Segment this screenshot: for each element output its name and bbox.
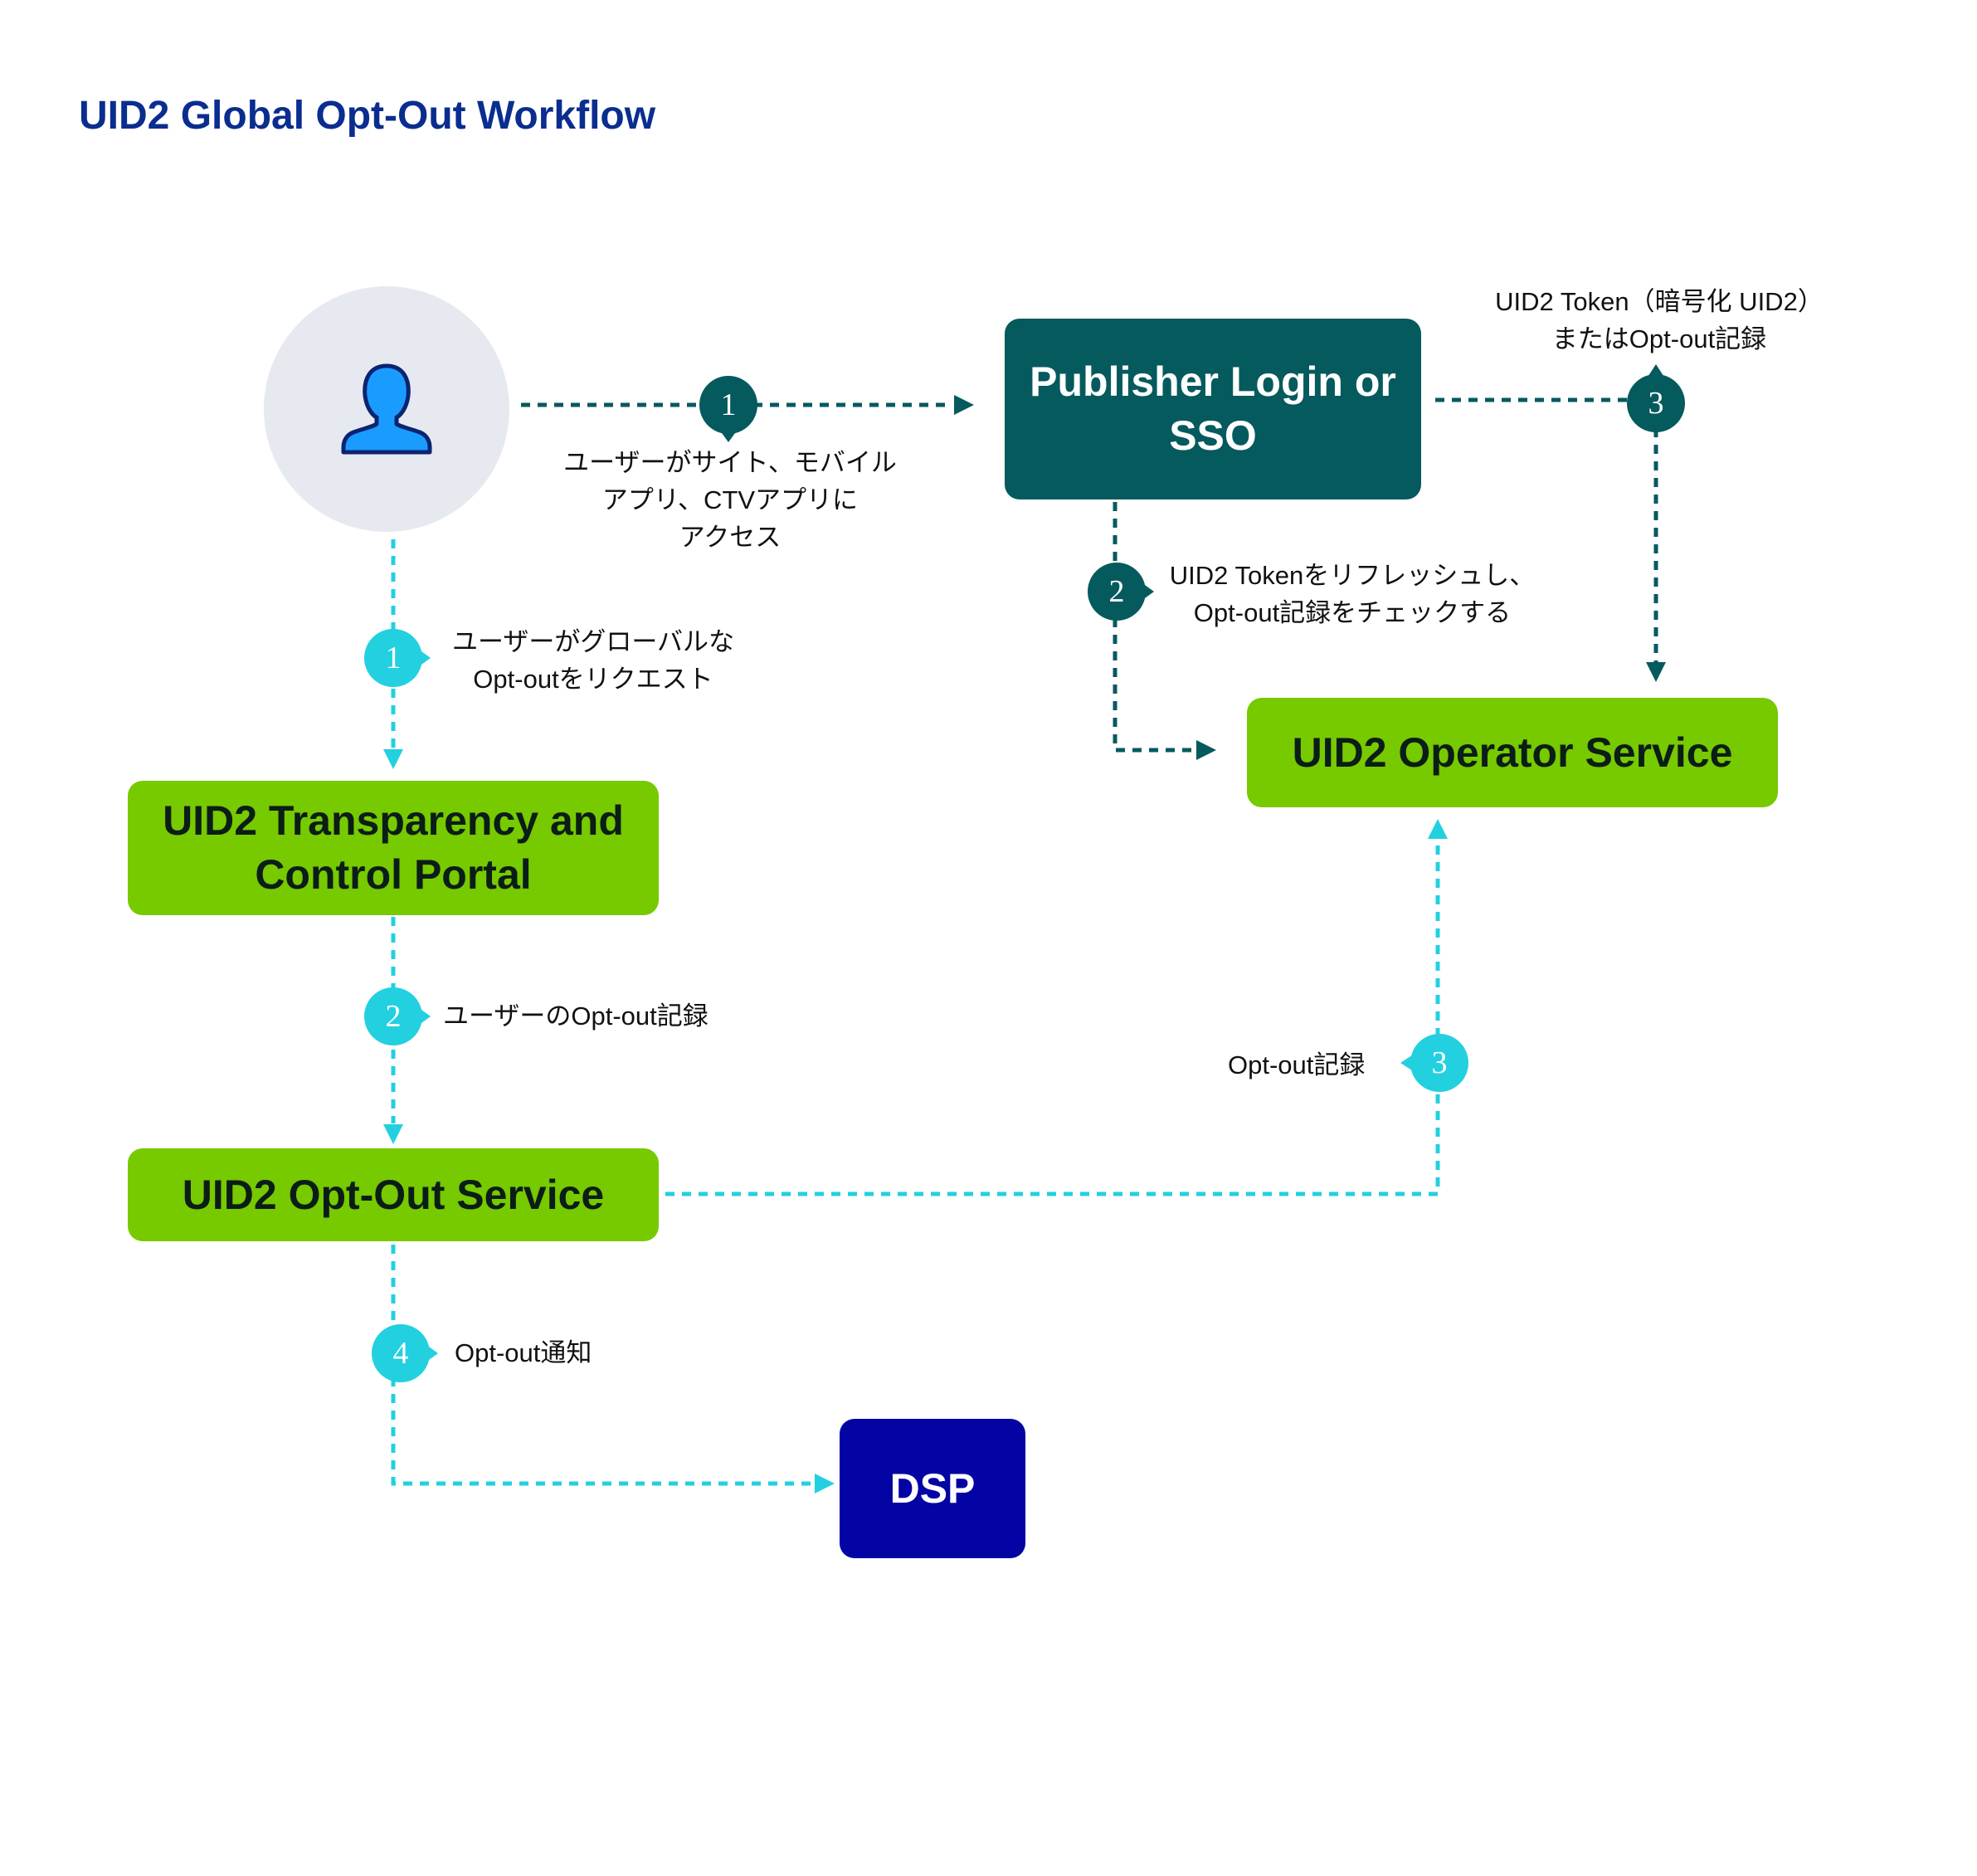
label-line: ユーザーがグローバルな bbox=[451, 627, 735, 656]
label-line: アクセス bbox=[679, 522, 782, 552]
publisher-label-line2: SSO bbox=[1169, 412, 1257, 459]
dsp-box: DSP bbox=[840, 1419, 1025, 1558]
badge-pin-right-shape bbox=[364, 987, 431, 1045]
cyan-arrowhead-dsp bbox=[815, 1474, 835, 1493]
badge-pin-right-shape bbox=[364, 629, 431, 687]
step-label-publisher-2: UID2 Tokenをリフレッシュし、 Opt-out記録をチェックする bbox=[1153, 558, 1551, 632]
cyan-line-optout-to-dsp bbox=[391, 1245, 813, 1486]
badge-pin-right-shape bbox=[372, 1324, 438, 1382]
teal-arrowhead-operator-top bbox=[1646, 662, 1666, 682]
step-label-publisher-1: ユーザーがサイト、モバイル アプリ、CTVアプリに アクセス bbox=[523, 445, 937, 557]
step-badge-publisher-3: 3 bbox=[1627, 363, 1685, 432]
badge-number: 2 bbox=[385, 999, 402, 1034]
step-badge-user-2: 2 bbox=[364, 987, 432, 1045]
label-line: ユーザーのOpt-out記録 bbox=[443, 1001, 709, 1031]
publisher-label-line1: Publisher Login or bbox=[1030, 358, 1396, 405]
label-line: Opt-out記録 bbox=[1228, 1050, 1366, 1079]
dsp-label: DSP bbox=[889, 1464, 976, 1512]
label-line: UID2 Tokenをリフレッシュし、 bbox=[1169, 561, 1536, 590]
transparency-portal-box: UID2 Transparency and Control Portal bbox=[128, 781, 659, 915]
step-label-user-1: ユーザーがグローバルな Opt-outをリクエスト bbox=[427, 624, 759, 699]
badge-pin-left-shape bbox=[1400, 1034, 1468, 1092]
label-line: Opt-outをリクエスト bbox=[473, 664, 713, 694]
step-label-user-3: Opt-out記録 bbox=[1228, 1047, 1365, 1084]
label-line: Opt-out記録をチェックする bbox=[1193, 597, 1512, 627]
step-label-user-4: Opt-out通知 bbox=[455, 1335, 592, 1372]
operator-service-box: UID2 Operator Service bbox=[1247, 698, 1778, 807]
teal-line-publisher-to-operator bbox=[1113, 502, 1195, 753]
cyan-arrowhead-operator-bottom bbox=[1428, 819, 1448, 839]
step-label-publisher-3: UID2 Token（暗号化 UID2） またはOpt-out記録 bbox=[1460, 284, 1858, 358]
badge-number: 3 bbox=[1431, 1045, 1448, 1080]
operator-label: UID2 Operator Service bbox=[1292, 728, 1733, 776]
label-line: Opt-out通知 bbox=[455, 1338, 592, 1367]
label-line: アプリ、CTVアプリに bbox=[601, 485, 859, 514]
optout-service-box: UID2 Opt-Out Service bbox=[128, 1148, 659, 1241]
cyan-arrowhead-portal bbox=[383, 749, 403, 769]
badge-pin-down-shape bbox=[699, 376, 757, 442]
optout-service-label: UID2 Opt-Out Service bbox=[182, 1171, 605, 1218]
step-badge-user-4: 4 bbox=[372, 1324, 440, 1382]
badge-pin-right-shape bbox=[1088, 563, 1154, 621]
publisher-login-box: Publisher Login or SSO bbox=[1005, 319, 1421, 499]
badge-number: 3 bbox=[1648, 386, 1664, 421]
diagram-title: UID2 Global Opt-Out Workflow bbox=[79, 94, 656, 138]
teal-arrowhead-publisher bbox=[954, 395, 974, 415]
step-badge-user-1: 1 bbox=[364, 629, 432, 687]
badge-number: 1 bbox=[385, 641, 402, 675]
label-line: ユーザーがサイト、モバイル bbox=[563, 448, 897, 477]
badge-number: 1 bbox=[720, 387, 737, 422]
portal-label-line1: UID2 Transparency and bbox=[163, 797, 624, 844]
badge-number: 2 bbox=[1108, 574, 1125, 609]
user-icon bbox=[341, 363, 432, 455]
label-line: またはOpt-out記録 bbox=[1551, 324, 1767, 353]
badge-number: 4 bbox=[392, 1336, 409, 1371]
cyan-arrowhead-optout bbox=[383, 1124, 403, 1144]
cyan-line-optout-to-operator bbox=[665, 838, 1440, 1196]
label-line: UID2 Token（暗号化 UID2） bbox=[1495, 287, 1824, 316]
portal-label-line2: Control Portal bbox=[255, 851, 532, 898]
step-badge-publisher-2: 2 bbox=[1088, 563, 1156, 621]
badge-pin-up-shape bbox=[1627, 364, 1685, 432]
teal-arrowhead-operator-left bbox=[1196, 740, 1216, 760]
step-label-user-2: ユーザーのOpt-out記録 bbox=[443, 998, 709, 1035]
step-badge-publisher-1: 1 bbox=[699, 376, 757, 444]
step-badge-user-3: 3 bbox=[1399, 1034, 1468, 1092]
